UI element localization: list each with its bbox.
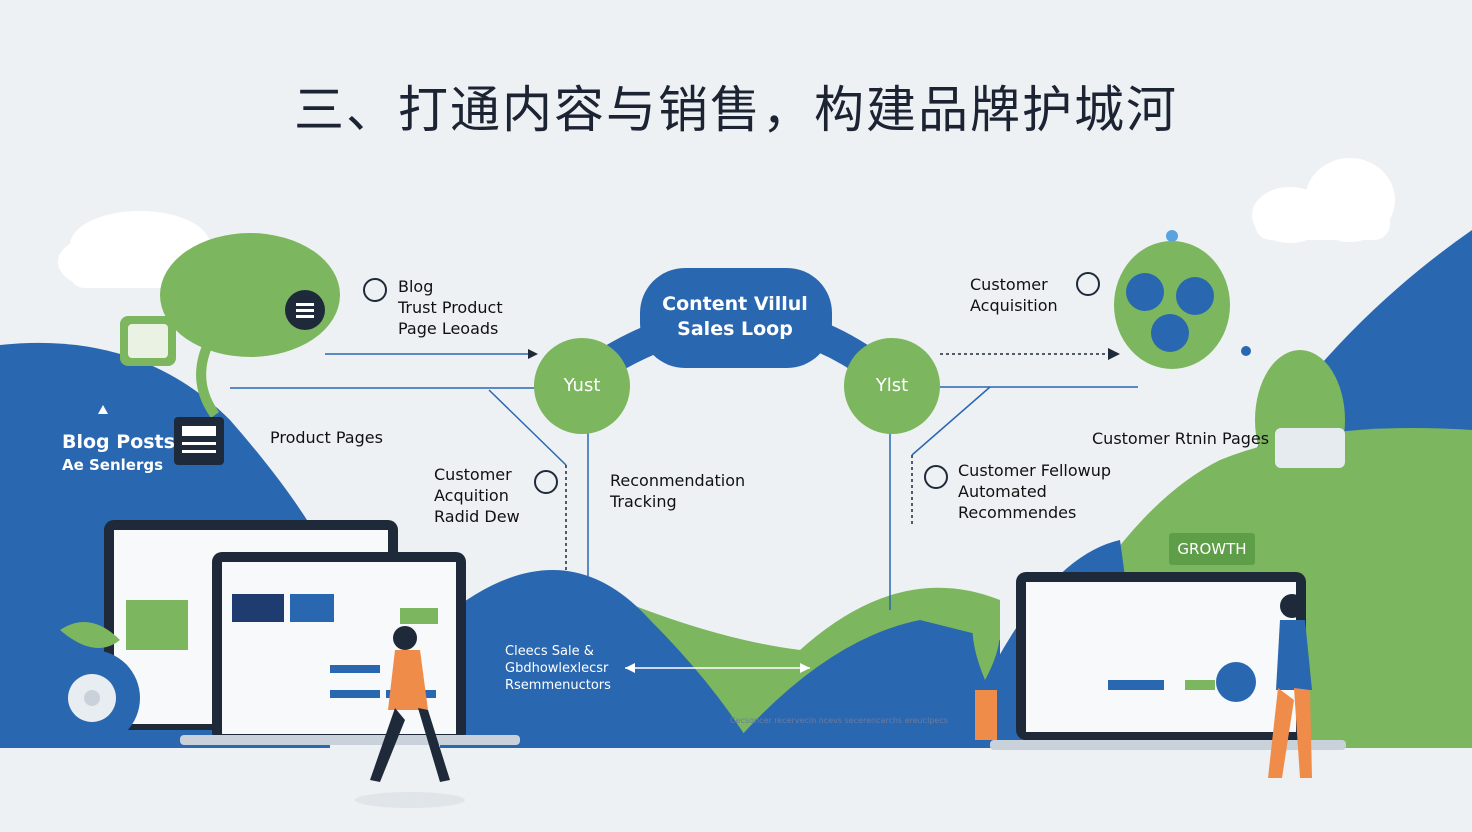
label-line: Rsemmenuctors (505, 678, 611, 693)
label-line: Blog (398, 277, 434, 296)
label-line: Tracking (610, 492, 677, 511)
label-line: Trust Product (398, 298, 503, 317)
label-customer-fellowup: Customer Fellowup Automated Recommendes (958, 460, 1111, 523)
label-line: Gbdhowlexlecsr (505, 661, 609, 676)
label-product-pages: Product Pages (270, 428, 383, 447)
label-recommendation-tracking: Reconmendation Tracking (610, 470, 745, 512)
label-line: Ae Senlergs (62, 456, 164, 474)
node-left: Yust (563, 375, 601, 396)
label-customer-acquisition: Customer Acquisition (970, 274, 1058, 316)
label-customer-acquition: Customer Acquition Radid Dew (434, 464, 520, 527)
cloud-icon (58, 211, 226, 288)
label-line: Radid Dew (434, 507, 520, 526)
label-line: Reconmendation (610, 471, 746, 490)
growth-badge: GROWTH (1169, 533, 1255, 565)
label-closes-sale: Cleecs Sale & Gbdhowlexlecsr Rsemmenucto… (505, 643, 611, 694)
person-icon (1216, 594, 1312, 778)
label-line: Cleecs Sale & (505, 644, 594, 659)
briefcase-icon (174, 417, 224, 465)
loop-title-line1: Content Villul (662, 293, 808, 315)
label-line: Recommendes (958, 503, 1077, 522)
label-blog-posts: Blog Posts Ae Senlergs (62, 430, 175, 475)
laptop-icon (104, 520, 520, 745)
cloud-icon (1252, 158, 1395, 243)
label-customer-rtnin-pages: Customer Rtnin Pages (1092, 429, 1270, 448)
plant-icon (120, 233, 340, 418)
plant-icon (972, 520, 1430, 748)
page-title: 三、打通内容与销售，构建品牌护城河 (294, 81, 1178, 139)
node-right: Ylst (875, 375, 909, 396)
label-line: Page Leoads (398, 319, 499, 338)
label-line: Blog Posts (62, 431, 175, 453)
plant-icon (1114, 230, 1345, 544)
label-line: Customer (970, 275, 1048, 294)
label-line: Acquition (434, 486, 509, 505)
loop-title-line2: Sales Loop (677, 318, 793, 340)
label-line: Automated (958, 482, 1047, 501)
label-line: Customer Fellowup (958, 461, 1112, 480)
label-line: Acquisition (970, 296, 1058, 315)
person-icon (355, 626, 465, 808)
check-circle-icon (363, 272, 1100, 494)
label-line: Customer (434, 465, 512, 484)
loop-title: Content Villul Sales Loop (640, 292, 830, 342)
footer-note: Cecsoncer recervecin ncevs secerencarchs… (730, 716, 948, 725)
label-blog-trust: Blog Trust Product Page Leoads (398, 276, 503, 339)
